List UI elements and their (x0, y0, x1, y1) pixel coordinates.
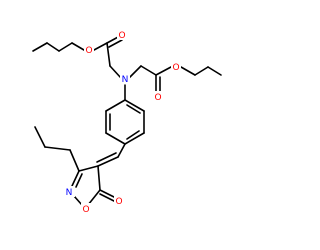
bond-left-ch2-to-n (109, 65, 122, 79)
atom-o-ester-left-carbonyl: O (118, 31, 125, 41)
bond-left-carbonyl-to-ch2 (106, 42, 111, 67)
bond-right-propyl-1 (194, 66, 209, 76)
bond-c3-propyl-2 (44, 146, 71, 151)
atom-o-ester-left-single: O (85, 46, 92, 56)
bond-c3-propyl-1 (69, 149, 80, 172)
bond-isox-c4-c5 (97, 165, 101, 191)
bond-isox-n-o (73, 195, 83, 206)
bond-right-ch2-to-carbonyl (140, 65, 157, 76)
bond-vinyl-double-b (96, 152, 117, 163)
atom-n-amine: N (122, 75, 129, 85)
bond-ring-4 (105, 132, 126, 145)
bond-left-propyl-to-o (71, 42, 85, 51)
bond-isox-carbonyl-double-a (99, 189, 115, 198)
bond-left-propyl-3 (58, 42, 73, 52)
atom-o-ester-right-carbonyl: O (154, 93, 161, 103)
bond-isox-c4-c3 (78, 165, 99, 172)
bond-n-to-right-ch2 (128, 65, 142, 79)
atom-o-ester-right-single: O (172, 63, 179, 73)
bond-isox-o-c5 (87, 189, 101, 206)
bond-ring-1 (124, 99, 145, 112)
bond-right-carbonyl-to-o (155, 66, 172, 76)
bond-left-propyl-1 (32, 42, 48, 52)
bond-ring-to-vinyl (117, 143, 126, 158)
bond-vinyl-double-a (97, 156, 119, 167)
bond-isox-c3-n-double-a (71, 170, 80, 187)
atom-n-ring: N (66, 188, 73, 198)
bond-c3-propyl-3 (34, 126, 46, 148)
bond-isox-c3-n-double-b (75, 173, 83, 188)
atom-labels: O O N O O N O O (63, 29, 181, 215)
bond-isox-carbonyl-double-b (99, 193, 115, 202)
atom-o-ring-carbonyl: O (115, 197, 122, 207)
bond-right-propyl-2 (207, 66, 222, 76)
molecule-structure-diagram: O O N O O N O O (32, 29, 222, 215)
bond-left-carbonyl-double-b (108, 39, 123, 48)
bond-ring-inner-2 (126, 130, 140, 140)
bond-left-o-to-carbonyl (93, 42, 108, 51)
atom-o-ring: O (82, 205, 89, 215)
bond-ring-6 (105, 99, 126, 112)
bond-ring-3 (124, 132, 145, 145)
bonds (32, 35, 222, 206)
bond-right-o-to-propyl (180, 66, 196, 76)
bond-ring-inner-1 (126, 104, 141, 114)
bond-left-propyl-2 (46, 42, 60, 52)
